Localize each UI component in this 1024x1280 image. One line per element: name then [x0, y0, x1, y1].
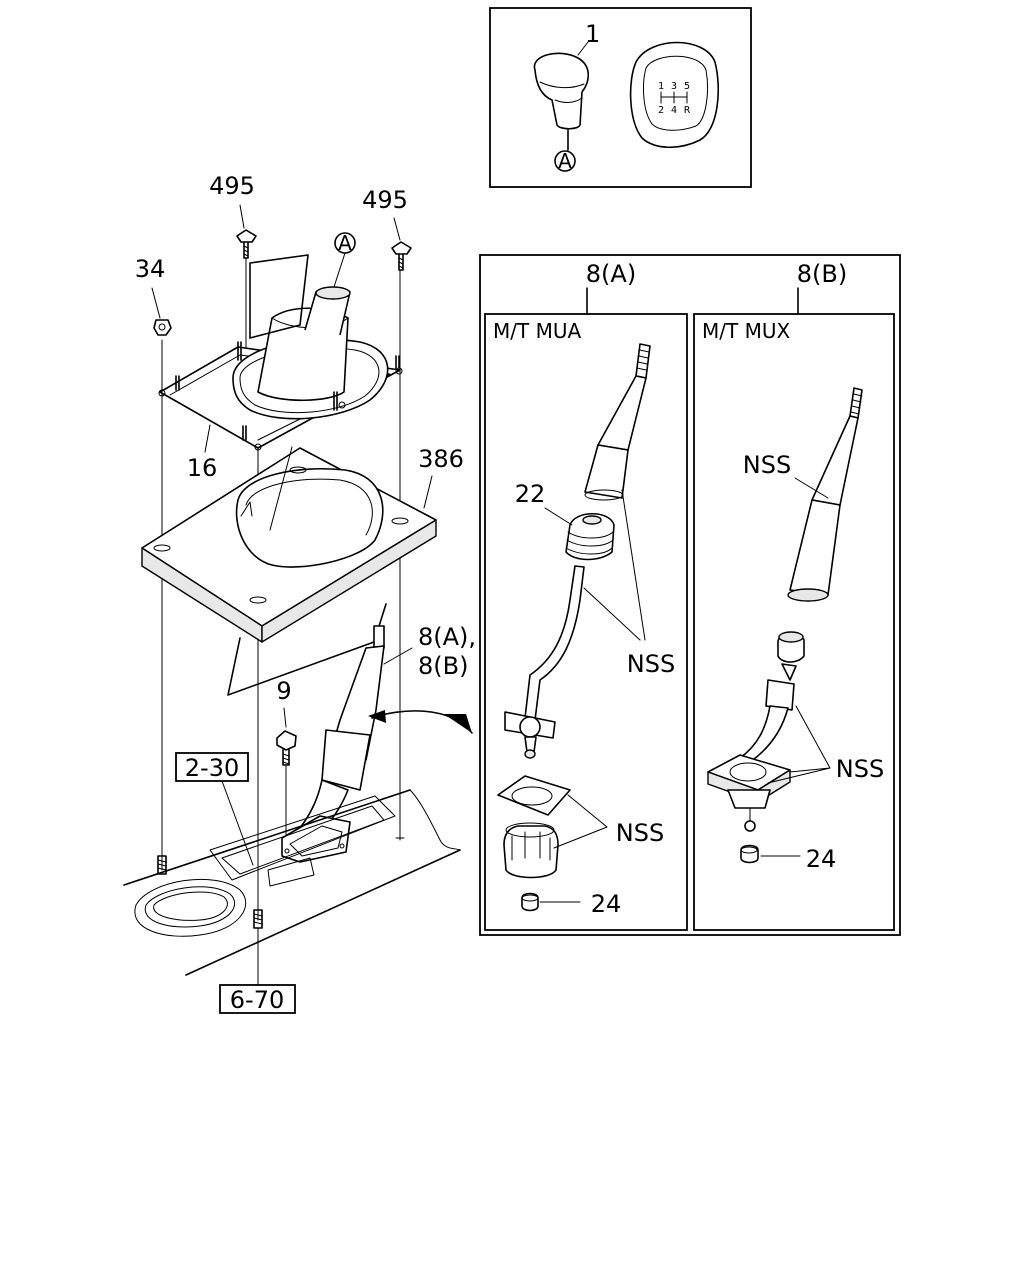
- mux-lever-rod: [707, 631, 805, 832]
- gear-r: R: [684, 105, 691, 116]
- ref-box-2-30: [175, 752, 249, 782]
- mua-boot-leader: [544, 507, 573, 526]
- gear-2: 2: [658, 105, 664, 116]
- boot-ref-label: A: [338, 231, 352, 255]
- mua-boot-22: [565, 513, 615, 561]
- bolt-left: [236, 229, 257, 259]
- bolt-left-leader: [239, 204, 245, 229]
- bracket-leader: [204, 424, 211, 453]
- detail-frame: [479, 254, 901, 936]
- plate-leader: [423, 475, 433, 509]
- shift-pattern-plate: 1 3 5 2 4 R: [629, 41, 720, 149]
- col-a-title: 8(A): [586, 260, 636, 288]
- detail-arrow-tail: [444, 714, 472, 733]
- bracket-label: 16: [187, 454, 218, 482]
- panel-mux: [693, 313, 895, 931]
- ref-box-2-30-leader: [221, 780, 254, 866]
- small-bolt-label: 9: [276, 677, 291, 705]
- shift-lever-assembly: [281, 625, 385, 863]
- panel-mux-title: M/T MUX: [702, 319, 790, 343]
- boot-ref-leader: [333, 252, 346, 288]
- mux-bushing: [740, 844, 759, 864]
- mux-nss-1-label: NSS: [743, 451, 791, 479]
- nut-leader: [151, 287, 161, 319]
- bolt-right-leader: [393, 217, 401, 241]
- small-bolt-leader: [283, 707, 287, 728]
- gear-3: 3: [671, 81, 677, 92]
- mua-bushing-label: 24: [591, 890, 622, 918]
- bolt-right-label: 495: [362, 186, 408, 214]
- knob-inset-frame: [489, 7, 752, 188]
- panel-mua-title: M/T MUA: [493, 319, 581, 343]
- mua-nss-1-label: NSS: [627, 650, 675, 678]
- detail-arrow-head: [368, 710, 386, 723]
- ref-box-2-30-label: 2-30: [185, 754, 239, 782]
- gear-4: 4: [671, 105, 677, 116]
- mua-lever-sleeve: [584, 343, 651, 501]
- knob-ref-label: A: [558, 149, 572, 173]
- mua-nss-2-label: NSS: [616, 819, 664, 847]
- gear-1: 1: [658, 81, 664, 92]
- lever-label-1: 8(A),: [418, 623, 476, 651]
- mux-bushing-label: 24: [806, 845, 837, 873]
- floor-panel: [123, 789, 461, 976]
- mux-lever-sleeve: [787, 387, 863, 602]
- mua-boot-label: 22: [515, 480, 546, 508]
- nut: [153, 319, 172, 336]
- mux-nss-2-label: NSS: [836, 755, 884, 783]
- panel-mua: [484, 313, 688, 931]
- mua-plate-socket: [497, 775, 571, 879]
- shift-knob: [533, 52, 590, 151]
- knob-ref-circle: [554, 150, 576, 172]
- mounting-plate: [141, 446, 437, 643]
- shift-boot-bracket: [158, 254, 403, 451]
- gear-5: 5: [684, 81, 690, 92]
- plate-label: 386: [418, 445, 464, 473]
- bolt-left-label: 495: [209, 172, 255, 200]
- nut-label: 34: [135, 255, 166, 283]
- detail-panel: 8(A) 8(B) M/T MUA 22 NSS: [479, 254, 901, 936]
- ref-box-6-70-label: 6-70: [230, 986, 284, 1014]
- lever-leader: [383, 647, 413, 665]
- knob-inset: A 1 1 3 5 2 4 R: [489, 7, 752, 188]
- mua-nss-2-leader: [553, 794, 608, 849]
- col-b-title: 8(B): [797, 260, 847, 288]
- mux-nss-2-leader: [767, 705, 831, 784]
- main-exploded-view: 495 495 34: [123, 172, 476, 1014]
- mua-bushing: [521, 892, 539, 912]
- mua-nss-1-leader: [583, 489, 646, 641]
- small-bolt: [276, 730, 297, 766]
- knob-label: 1: [585, 20, 600, 48]
- lever-label-2: 8(B): [418, 652, 468, 680]
- mux-nss-1-leader: [794, 477, 829, 499]
- knob-leader: [577, 41, 589, 56]
- mua-lever-rod: [504, 565, 585, 759]
- bolt-right: [391, 241, 412, 271]
